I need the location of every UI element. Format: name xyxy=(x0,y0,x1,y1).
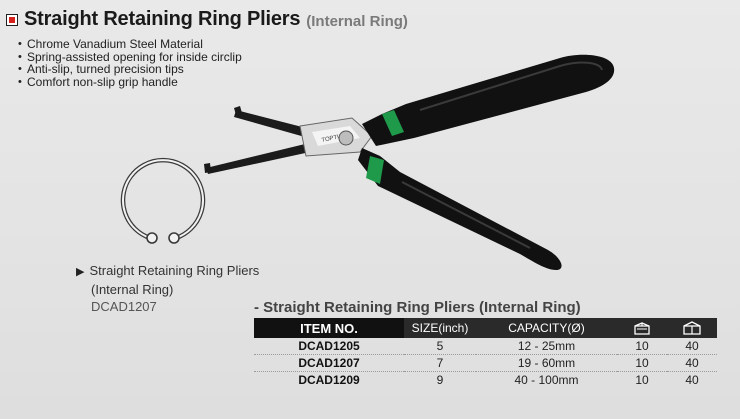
feature-item: Chrome Vanadium Steel Material xyxy=(18,38,242,51)
header-item-no: ITEM NO. xyxy=(254,318,404,338)
header-carton xyxy=(667,318,717,338)
cell-capacity: 12 - 25mm xyxy=(476,338,617,355)
title-row: Straight Retaining Ring Pliers (Internal… xyxy=(6,8,408,31)
cell-capacity: 40 - 100mm xyxy=(514,373,579,387)
carton-icon xyxy=(683,321,701,335)
circlip-icon xyxy=(120,158,206,244)
cell-capacity: 19 - 60mm xyxy=(476,354,617,372)
cell-size: 9 xyxy=(436,373,444,387)
title-bullet-icon xyxy=(6,13,18,26)
cell-carton: 40 xyxy=(667,338,717,355)
cell-inner: 10 xyxy=(617,338,667,355)
cell-item: DCAD1209 xyxy=(298,373,360,387)
cell-size: 7 xyxy=(404,354,476,372)
cell-carton: 40 xyxy=(667,354,717,372)
table-row: DCAD1209 9 40 - 100mm 10 40 xyxy=(254,372,717,389)
cell-inner: 10 xyxy=(617,354,667,372)
svg-text:TOPTUL: TOPTUL xyxy=(321,133,346,144)
table-row: DCAD1207 7 19 - 60mm 10 40 xyxy=(254,354,717,372)
feature-item: Comfort non-slip grip handle xyxy=(18,75,242,89)
triangle-bullet-icon: ▶ xyxy=(76,266,85,278)
spec-table: ITEM NO. SIZE(inch) CAPACITY(Ø) DCAD1205 xyxy=(254,318,717,388)
cell-size: 5 xyxy=(404,338,476,355)
product-caption: ▶ Straight Retaining Ring Pliers (Interna… xyxy=(76,262,259,315)
header-capacity: CAPACITY(Ø) xyxy=(476,318,617,338)
pliers-image: TOPTUL xyxy=(204,54,615,270)
caption-code: DCAD1207 xyxy=(91,299,157,314)
table-header-row: ITEM NO. SIZE(inch) CAPACITY(Ø) xyxy=(254,318,717,338)
cell-carton: 40 xyxy=(685,373,699,387)
page-subtitle: (Internal Ring) xyxy=(306,12,408,30)
page-title: Straight Retaining Ring Pliers xyxy=(24,8,301,30)
feature-item: Anti-slip, turned precision tips xyxy=(18,63,242,76)
table-title: - Straight Retaining Ring Pliers (Intern… xyxy=(254,299,581,316)
inner-box-icon xyxy=(634,322,650,335)
feature-item: Spring-assisted opening for inside circl… xyxy=(18,50,242,64)
table-row: DCAD1205 5 12 - 25mm 10 40 xyxy=(254,338,717,355)
cell-item: DCAD1205 xyxy=(254,338,404,355)
header-size: SIZE(inch) xyxy=(404,318,476,338)
caption-line-1: Straight Retaining Ring Pliers xyxy=(89,263,260,278)
caption-line-2: (Internal Ring) xyxy=(91,282,174,297)
cell-item: DCAD1207 xyxy=(254,354,404,372)
header-inner-box xyxy=(617,318,667,338)
feature-list: Chrome Vanadium Steel Material Spring-as… xyxy=(18,38,242,88)
cell-inner: 10 xyxy=(635,373,649,387)
